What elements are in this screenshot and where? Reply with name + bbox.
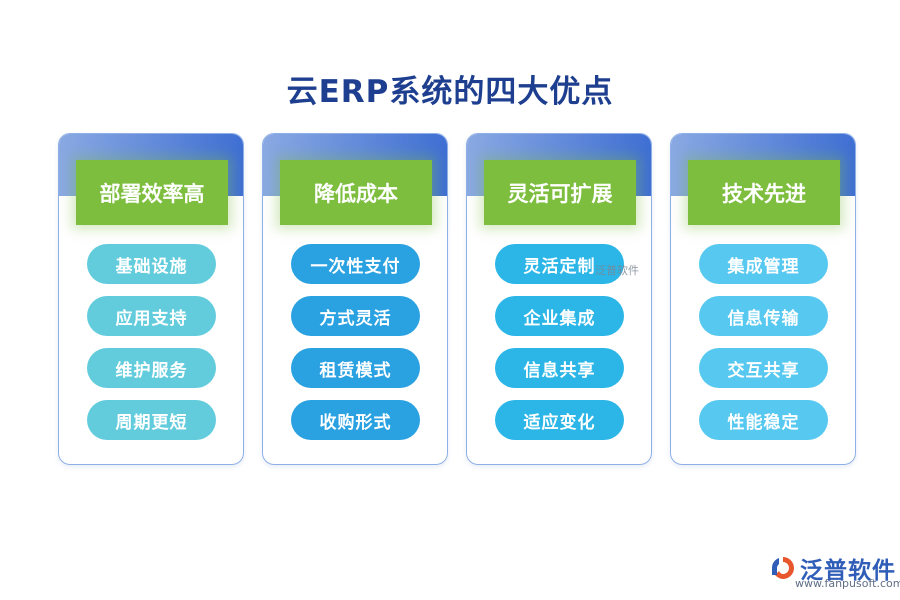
card-heading: 灵活可扩展 bbox=[484, 160, 636, 225]
item-pill: 企业集成 bbox=[495, 296, 624, 336]
advantage-card-flexibility: 灵活可扩展 灵活定制 企业集成 信息共享 适应变化 bbox=[466, 133, 652, 465]
card-items: 基础设施 应用支持 维护服务 周期更短 bbox=[87, 244, 216, 452]
advantages-columns: 部署效率高 基础设施 应用支持 维护服务 周期更短 降低成本 一次性支付 方式灵… bbox=[58, 133, 856, 465]
item-pill: 集成管理 bbox=[699, 244, 828, 284]
item-pill: 维护服务 bbox=[87, 348, 216, 388]
item-pill: 灵活定制 bbox=[495, 244, 624, 284]
card-heading: 技术先进 bbox=[688, 160, 840, 225]
brand-name: 泛普软件 bbox=[800, 558, 896, 584]
card-items: 集成管理 信息传输 交互共享 性能稳定 bbox=[699, 244, 828, 452]
card-items: 一次性支付 方式灵活 租赁模式 收购形式 bbox=[291, 244, 420, 452]
diagram-title: 云ERP系统的四大优点 bbox=[286, 74, 614, 110]
card-items: 灵活定制 企业集成 信息共享 适应变化 bbox=[495, 244, 624, 452]
card-heading: 降低成本 bbox=[280, 160, 432, 225]
item-pill: 周期更短 bbox=[87, 400, 216, 440]
item-pill: 收购形式 bbox=[291, 400, 420, 440]
item-pill: 基础设施 bbox=[87, 244, 216, 284]
fanpu-logo-icon bbox=[772, 557, 794, 579]
item-pill: 信息共享 bbox=[495, 348, 624, 388]
item-pill: 性能稳定 bbox=[699, 400, 828, 440]
item-pill: 交互共享 bbox=[699, 348, 828, 388]
item-pill: 一次性支付 bbox=[291, 244, 420, 284]
brand[interactable]: 泛普软件 bbox=[770, 551, 896, 585]
brand-url[interactable]: www.fanpusoft.com bbox=[795, 577, 900, 590]
watermark: 泛普软件 bbox=[595, 264, 639, 277]
advantage-card-deployment: 部署效率高 基础设施 应用支持 维护服务 周期更短 bbox=[58, 133, 244, 465]
advantage-card-cost: 降低成本 一次性支付 方式灵活 租赁模式 收购形式 bbox=[262, 133, 448, 465]
item-pill: 信息传输 bbox=[699, 296, 828, 336]
card-heading: 部署效率高 bbox=[76, 160, 228, 225]
advantage-card-technology: 技术先进 集成管理 信息传输 交互共享 性能稳定 bbox=[670, 133, 856, 465]
item-pill: 租赁模式 bbox=[291, 348, 420, 388]
item-pill: 应用支持 bbox=[87, 296, 216, 336]
item-pill: 方式灵活 bbox=[291, 296, 420, 336]
item-pill: 适应变化 bbox=[495, 400, 624, 440]
